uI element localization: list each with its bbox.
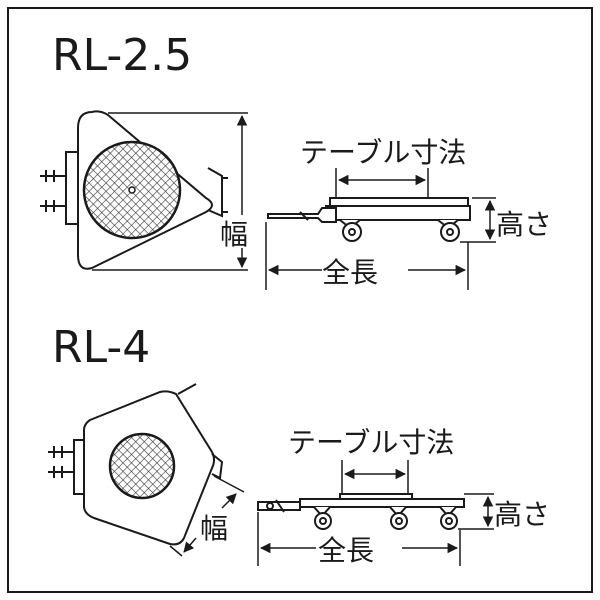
height-label: 高さ: [496, 208, 552, 241]
width-label: 幅: [220, 218, 248, 251]
overall-length-dimension: [265, 222, 469, 290]
table-size-label: テーブル寸法: [300, 136, 466, 169]
outer-frame: [7, 7, 593, 593]
model-rl-2-5: RL-2.5 幅 テーブル寸法: [40, 30, 552, 290]
turntable-pivot: [128, 186, 136, 194]
width-dimension: [92, 112, 248, 271]
overall-length-label: 全長: [322, 256, 378, 289]
model-title: RL-2.5: [52, 30, 192, 81]
top-view-triangle: [40, 110, 228, 270]
height-dimension: [458, 493, 494, 530]
width-label: 幅: [200, 512, 228, 545]
overall-length-label: 全長: [318, 534, 374, 567]
turntable-mesh-circle: [108, 432, 176, 500]
side-view-dolly: [267, 197, 471, 242]
side-view-dolly: [257, 493, 465, 530]
model-rl-4: RL-4 幅 テーブル寸法: [48, 322, 550, 567]
height-dimension: [460, 197, 496, 243]
table-size-label: テーブル寸法: [288, 426, 454, 459]
table-size-dimension: [341, 460, 409, 494]
width-dimension: [169, 475, 245, 557]
overall-length-dimension: [257, 512, 461, 566]
model-title: RL-4: [52, 322, 150, 373]
table-size-dimension: [335, 168, 429, 198]
height-label: 高さ: [494, 498, 550, 531]
top-view-pentagon: [48, 383, 224, 546]
